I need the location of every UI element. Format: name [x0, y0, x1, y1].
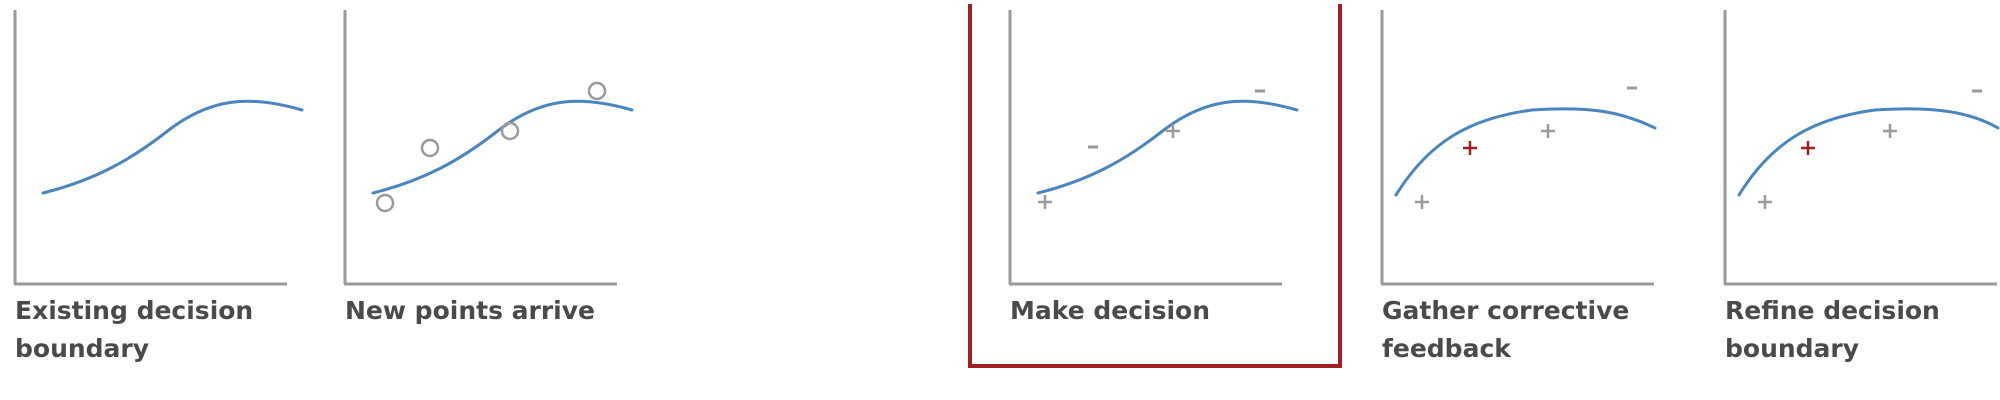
- decision-boundary-curve: [1394, 107, 1657, 197]
- data-point-plus: [1415, 195, 1429, 209]
- panel-gather-corrective-feedback: [1380, 10, 1657, 286]
- data-point-circle: [587, 81, 607, 101]
- data-point-plus: [1758, 195, 1772, 209]
- decision-boundary-curve: [371, 99, 634, 195]
- caption-line: Refine decision: [1725, 296, 1940, 325]
- caption-make-decision: Make decision: [1010, 292, 1210, 330]
- caption-new-points-arrive: New points arrive: [345, 292, 595, 330]
- caption-line: Make decision: [1010, 296, 1211, 325]
- caption-line: Existing decision: [15, 296, 254, 325]
- caption-line: New points arrive: [345, 296, 595, 325]
- caption-refine-decision-boundary: Refine decision boundary: [1725, 292, 1940, 368]
- caption-line: feedback: [1382, 334, 1511, 363]
- caption-line: boundary: [1725, 334, 1860, 363]
- decision-boundary-curve: [1737, 107, 2000, 197]
- data-point-plus-highlighted: [1463, 141, 1477, 155]
- panel-new-points-arrive: [343, 10, 634, 286]
- caption-line: boundary: [15, 334, 150, 363]
- decision-boundary-curve: [41, 99, 304, 195]
- data-point-plus: [1541, 124, 1555, 138]
- panel-refine-decision-boundary: [1723, 10, 2000, 286]
- data-point-circle: [375, 193, 395, 213]
- data-point-plus-highlighted: [1801, 141, 1815, 155]
- data-point-plus: [1166, 124, 1180, 138]
- caption-gather-corrective-feedback: Gather corrective feedback: [1382, 292, 1629, 368]
- decision-boundary-curve: [1036, 99, 1299, 195]
- highlight-frame: [968, 4, 1342, 368]
- panel-make-decision: [1008, 10, 1299, 286]
- caption-existing-decision-boundary: Existing decision boundary: [15, 292, 253, 368]
- data-point-circle: [500, 121, 520, 141]
- caption-line: Gather corrective: [1382, 296, 1630, 325]
- data-point-plus: [1883, 124, 1897, 138]
- panel-existing-decision-boundary: [13, 10, 304, 286]
- data-point-circle: [420, 138, 440, 158]
- data-point-plus: [1038, 195, 1052, 209]
